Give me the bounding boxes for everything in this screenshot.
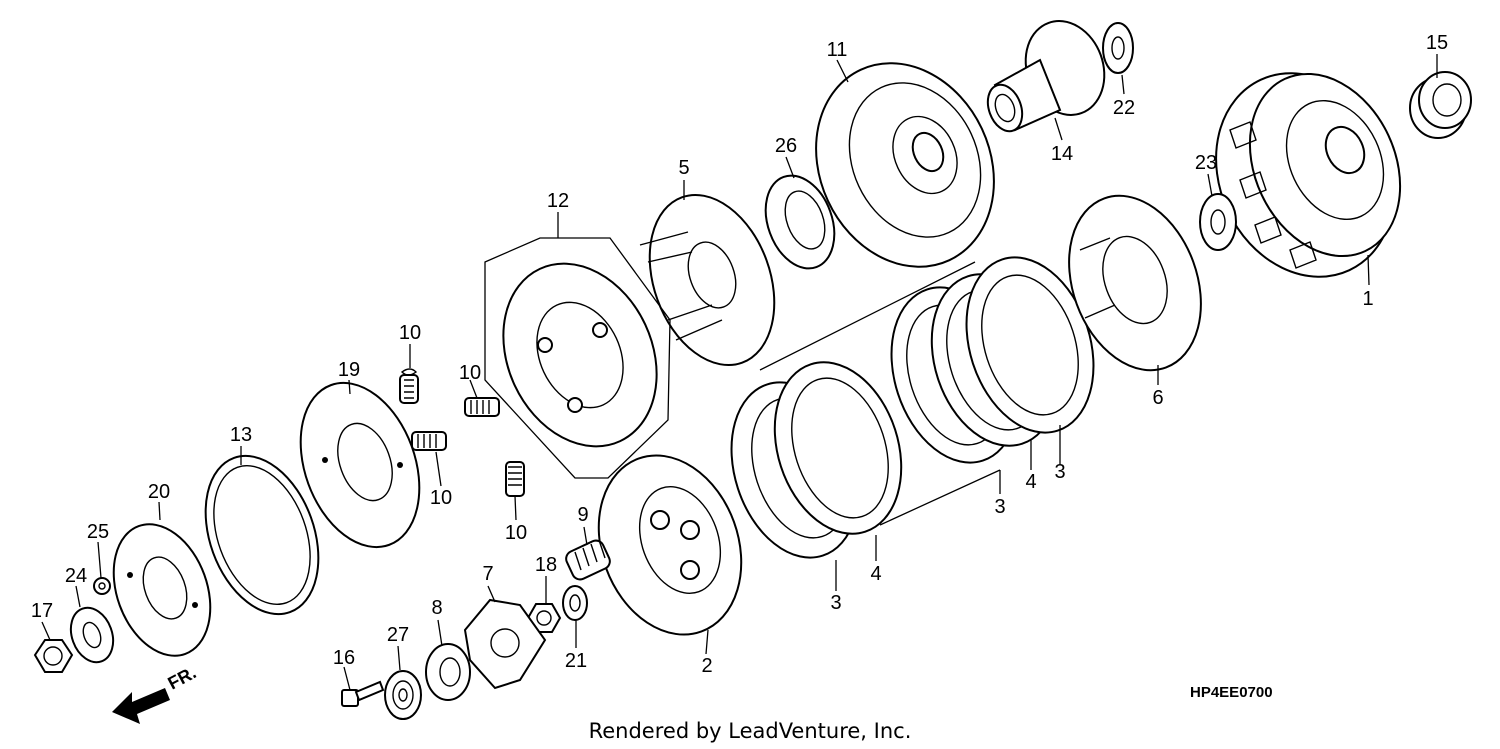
part-label-23: 23 [1195, 152, 1217, 174]
bearing [384, 670, 422, 720]
part-label-4a: 4 [870, 563, 881, 585]
part-label-15: 15 [1426, 32, 1448, 54]
part-label-19: 19 [338, 359, 360, 381]
part-label-3b: 3 [994, 496, 1005, 518]
part-label-25: 25 [87, 521, 109, 543]
clutch-center [597, 454, 743, 636]
part-label-1: 1 [1362, 288, 1373, 310]
lock-nut [33, 639, 74, 673]
part-label-16: 16 [333, 647, 355, 669]
part-label-10c: 10 [430, 487, 452, 509]
part-label-26: 26 [775, 135, 797, 157]
retaining-ring [204, 454, 320, 616]
part-label-27: 27 [387, 624, 409, 646]
part-label-10a: 10 [399, 322, 421, 344]
clutch-disc-stack-rear [759, 256, 1095, 526]
part-label-6: 6 [1152, 387, 1163, 409]
bushing [1409, 71, 1472, 139]
part-label-7: 7 [482, 563, 493, 585]
compression-spring [565, 539, 611, 581]
part-label-18: 18 [535, 554, 557, 576]
washer-23 [1199, 193, 1237, 251]
bolt [341, 680, 385, 707]
credit-text: Rendered by LeadVenture, Inc. [589, 719, 912, 743]
collar [425, 643, 471, 701]
part-label-12: 12 [547, 190, 569, 212]
clutch-drum [815, 62, 995, 268]
part-label-8: 8 [431, 597, 442, 619]
part-label-13: 13 [230, 424, 252, 446]
primary-drive-gear [986, 20, 1106, 133]
part-label-22: 22 [1113, 97, 1135, 119]
clutch-outer-housing [1215, 72, 1402, 278]
lock-plate [112, 523, 212, 657]
centrifugal-clutch-weights [484, 237, 671, 479]
part-label-3a: 3 [830, 592, 841, 614]
part-label-4b: 4 [1025, 471, 1036, 493]
pressure-plate [1068, 194, 1202, 372]
leader-lines [41, 54, 1438, 691]
part-label-21: 21 [565, 650, 587, 672]
drive-plate [639, 193, 776, 367]
small-nut [93, 577, 111, 595]
diagram-code: HP4EE0700 [1190, 684, 1273, 701]
part-label-2: 2 [701, 655, 712, 677]
one-way-clutch [764, 174, 836, 270]
part-label-10d: 10 [505, 522, 527, 544]
drive-plate-19 [299, 381, 421, 549]
washer-21 [562, 585, 588, 621]
front-direction-arrow: FR. [112, 662, 199, 724]
part-label-3c: 3 [1054, 461, 1065, 483]
part-label-17: 17 [31, 600, 53, 622]
part-label-20: 20 [148, 481, 170, 503]
part-label-24: 24 [65, 565, 87, 587]
part-label-9: 9 [577, 504, 588, 526]
part-label-5: 5 [678, 157, 689, 179]
part-label-10b: 10 [459, 362, 481, 384]
part-label-11: 11 [827, 39, 848, 61]
thrust-washer [1102, 22, 1134, 74]
washer-24 [69, 606, 115, 664]
part-label-14: 14 [1051, 143, 1073, 165]
front-arrow-label: FR. [164, 662, 199, 693]
clutch-disc-stack-front [730, 361, 903, 559]
